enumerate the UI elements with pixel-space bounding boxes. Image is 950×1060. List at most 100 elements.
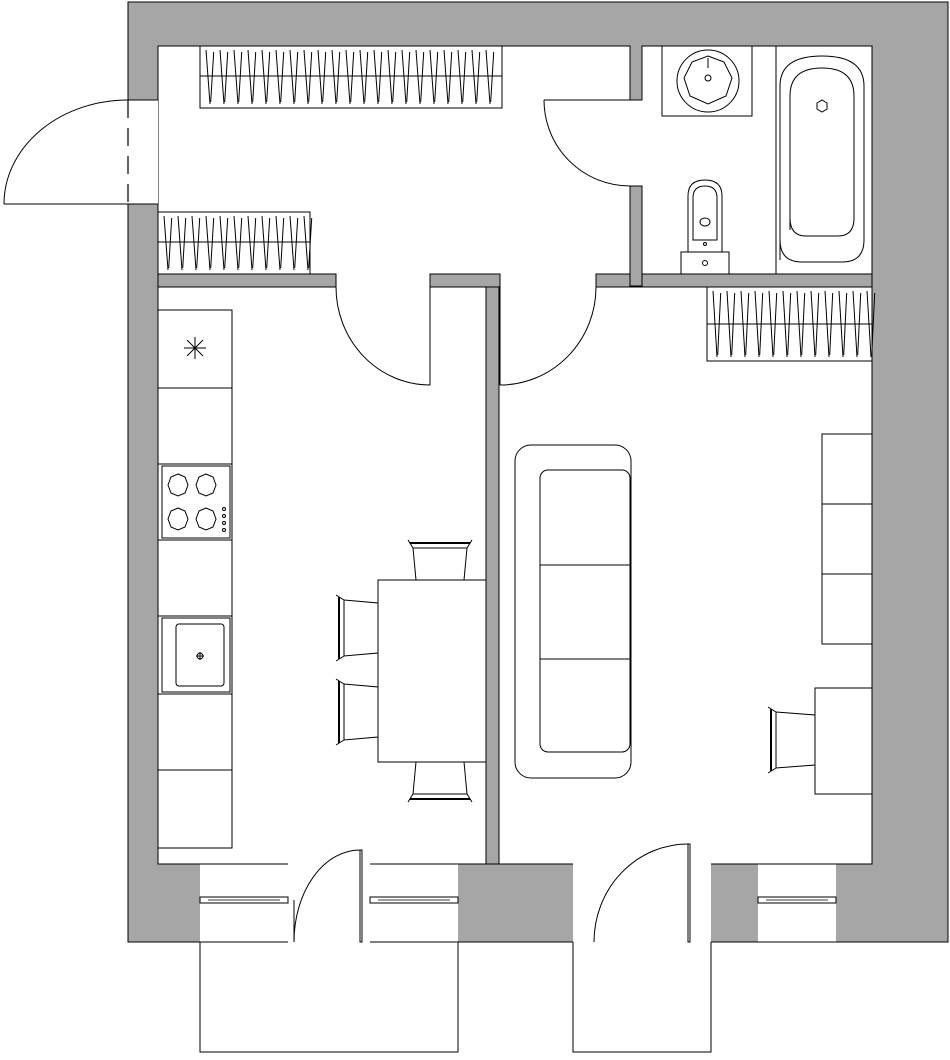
hanger-line (448, 51, 453, 103)
balcony-kitchen (199, 942, 459, 1053)
hanger-line (224, 217, 229, 269)
toilet (680, 179, 730, 275)
hanger-line (289, 49, 295, 105)
kitchen-door (335, 286, 431, 386)
hanger-line (280, 217, 285, 269)
hanger-line (289, 215, 295, 271)
hanger-line (759, 292, 764, 356)
hanger-line (224, 51, 229, 103)
chair (767, 706, 816, 774)
hanger-line (457, 49, 463, 105)
hanger-line (205, 215, 211, 271)
kitchen-fixtures (157, 309, 487, 849)
hanger-line (247, 49, 253, 105)
hanger-line (731, 292, 736, 356)
hanger-line (275, 49, 281, 105)
hanger-line (857, 292, 862, 356)
entrance-door (3, 99, 129, 205)
bathroom-door (543, 99, 631, 187)
hanger-line (205, 49, 211, 105)
hanger-line (401, 49, 407, 105)
hanger-line (490, 51, 495, 103)
hanger-line (280, 51, 285, 103)
hanger-line (443, 49, 449, 105)
hanger-line (247, 215, 253, 271)
wardrobe-hall-left (157, 211, 313, 275)
wardrobe-living (706, 286, 876, 362)
chair (407, 539, 473, 581)
hanger-line (434, 51, 439, 103)
hanger-line (852, 290, 858, 358)
hanger-line (252, 51, 257, 103)
hanger-line (815, 292, 820, 356)
kitchen-balcony-door (293, 849, 363, 943)
hanger-line (476, 51, 481, 103)
hanger-line (303, 215, 309, 271)
hanger-line (406, 51, 411, 103)
hanger-line (871, 292, 876, 356)
hanger-line (168, 217, 173, 269)
walls (127, 1, 949, 943)
hanger-line (261, 49, 267, 105)
hanger-line (754, 290, 760, 358)
hanger-line (462, 51, 467, 103)
hanger-line (191, 215, 197, 271)
hanger-line (261, 215, 267, 271)
windows (199, 863, 837, 943)
hanger-line (415, 49, 421, 105)
washbasin (661, 45, 753, 117)
bathroom-fixtures (661, 45, 873, 275)
hanger-line (219, 49, 225, 105)
hanger-line (266, 51, 271, 103)
hanger-line (336, 51, 341, 103)
hanger-line (838, 290, 844, 358)
hanger-line (266, 217, 271, 269)
hanger-line (843, 292, 848, 356)
dining-table (377, 579, 487, 763)
bathtub (775, 45, 873, 275)
hanger-line (210, 217, 215, 269)
hanger-line (364, 51, 369, 103)
hanger-line (773, 292, 778, 356)
partition-bath-lower (629, 185, 643, 287)
hanger-line (796, 290, 802, 358)
hanger-line (210, 51, 215, 103)
entrance-opening (127, 100, 158, 204)
hanger-line (275, 215, 281, 271)
hanger-line (485, 49, 491, 105)
hanger-line (238, 217, 243, 269)
hanger-line (303, 49, 309, 105)
fridge-asterisk-icon (184, 337, 206, 359)
tv-cabinet (821, 433, 873, 645)
wardrobe-hall-top (199, 45, 503, 109)
hanger-line (182, 217, 187, 269)
hanger-line (345, 49, 351, 105)
hanger-line (350, 51, 355, 103)
hanger-line (359, 49, 365, 105)
hanger-line (238, 51, 243, 103)
desk (814, 687, 873, 795)
window-kitchen (199, 863, 289, 943)
dining-chairs (335, 539, 473, 803)
hanger-line (378, 51, 383, 103)
hanger-line (712, 290, 718, 358)
wardrobes (157, 45, 876, 362)
hanger-line (824, 290, 830, 358)
chair (335, 678, 379, 746)
hanger-line (768, 290, 774, 358)
hanger-line (801, 292, 806, 356)
sink (161, 617, 231, 693)
window-living (757, 863, 837, 943)
hanger-line (233, 49, 239, 105)
hanger-line (392, 51, 397, 103)
window-kitchen-right (369, 863, 459, 943)
hanger-line (219, 215, 225, 271)
hanger-line (322, 51, 327, 103)
hanger-line (294, 51, 299, 103)
hanger-line (782, 290, 788, 358)
hanger-line (177, 215, 183, 271)
living-balcony-door (593, 843, 691, 943)
hanger-line (726, 290, 732, 358)
hanger-line (373, 49, 379, 105)
